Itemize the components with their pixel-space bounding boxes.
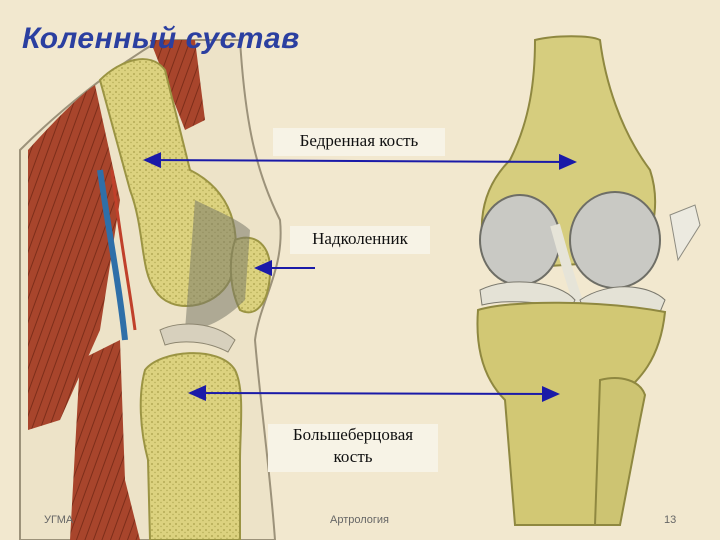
label-tibia-line2: кость xyxy=(333,447,373,466)
ligament-stump xyxy=(669,204,701,262)
label-tibia-line1: Большеберцовая xyxy=(292,425,414,444)
label-femur: Бедренная кость xyxy=(273,128,445,156)
footer-topic: Артрология xyxy=(330,514,390,526)
meniscus xyxy=(159,323,236,353)
popliteal-artery xyxy=(110,169,137,331)
slide-title: Коленный сустав xyxy=(22,22,300,55)
footer-page-number: 13 xyxy=(664,514,677,526)
pointer-arrows xyxy=(143,152,577,402)
popliteal-vein xyxy=(97,169,128,341)
anterior-view xyxy=(476,35,701,526)
lateral-condyle xyxy=(569,191,661,289)
label-patella: Надколенник xyxy=(290,226,430,254)
footer-institution: УГМА xyxy=(44,514,74,526)
fibula xyxy=(593,377,647,526)
femur-arrow xyxy=(143,152,577,170)
posterior-muscle xyxy=(28,85,120,430)
tibia-section xyxy=(139,352,243,540)
calf-muscle xyxy=(70,340,140,540)
joint-cavity xyxy=(185,200,250,330)
sagittal-section xyxy=(19,39,282,540)
medial-condyle xyxy=(479,194,561,286)
quadriceps-muscle xyxy=(150,40,205,130)
tibia-anterior xyxy=(476,301,667,526)
label-tibia: Большеберцовая кость xyxy=(268,424,438,472)
tibia-arrow xyxy=(188,385,560,402)
